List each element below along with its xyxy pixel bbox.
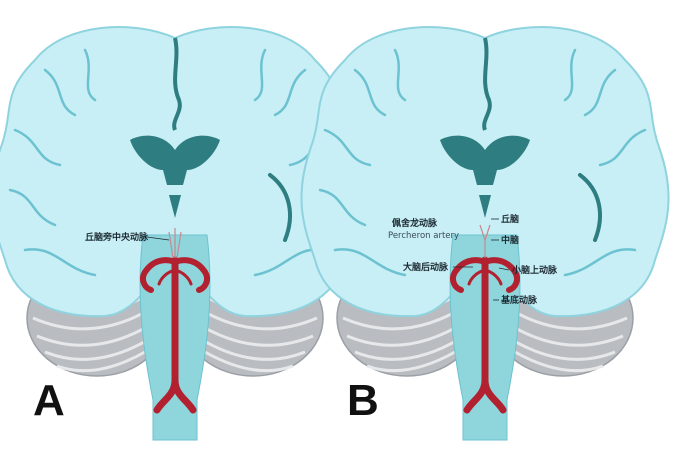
panel-letter-b: B <box>347 376 379 425</box>
panel-b: 佩舍龙动脉 Percheron artery 丘脑 中脑 大脑后动脉 小脑上动脉… <box>301 27 668 440</box>
label-thalamus: 丘脑 <box>501 213 519 225</box>
label-percheron-en: Percheron artery <box>388 231 459 241</box>
label-thalamoperforating: 丘脑旁中央动脉 <box>85 231 149 243</box>
label-sca: 小脑上动脉 <box>511 264 558 276</box>
panel-a: 丘脑旁中央动脉 A <box>0 27 359 440</box>
label-basilar: 基底动脉 <box>500 294 538 306</box>
label-percheron-cn: 佩舍龙动脉 <box>392 217 438 229</box>
label-midbrain: 中脑 <box>501 234 519 246</box>
panel-letter-a: A <box>33 376 65 425</box>
label-pca: 大脑后动脉 <box>403 261 449 273</box>
